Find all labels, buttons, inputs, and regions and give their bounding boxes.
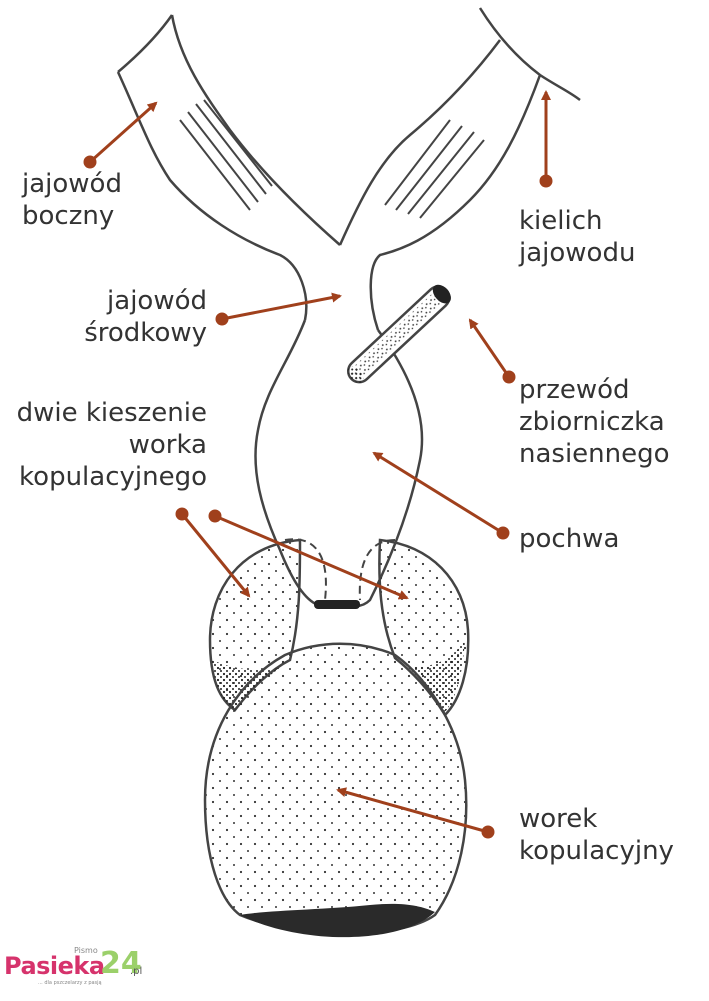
arrow-pochwa <box>372 451 504 535</box>
label-dwie-kieszenie: dwie kieszenie worka kopulacyjnego <box>17 397 207 493</box>
label-przewod-zbiorniczka: przewód zbiorniczka nasiennego <box>519 374 670 470</box>
bursa-base-shading <box>240 903 435 938</box>
label-line: worek <box>519 804 598 834</box>
arrow-dot-kieszen-left <box>175 507 189 521</box>
bursa-copulatrix <box>203 642 468 935</box>
label-jajowod-srodkowy: jajowód środkowy <box>84 285 207 349</box>
label-line: środkowy <box>84 318 207 348</box>
label-line: jajowodu <box>519 238 636 268</box>
left-oviduct-outline-outer <box>170 14 341 246</box>
logo-name-text: Pasieka <box>4 952 105 980</box>
arrow-dot-srodkowy <box>215 312 229 326</box>
arrow-dot-przewod <box>502 370 516 384</box>
right-lateral-oviduct <box>478 7 581 101</box>
label-worek-kopulacyjny: worek kopulacyjny <box>519 803 674 867</box>
logo-domain-text: .pl <box>130 966 143 977</box>
label-line: nasiennego <box>519 439 670 469</box>
label-kielich-jajowodu: kielich jajowodu <box>519 205 635 269</box>
spermathecal-duct <box>346 284 451 384</box>
pointer-arrows <box>83 90 553 839</box>
label-line: kopulacyjnego <box>19 462 207 492</box>
arrow-dot-kieszen-right <box>208 509 222 523</box>
label-line: boczny <box>22 201 115 231</box>
arrow-worek <box>336 787 489 834</box>
label-jajowod-boczny: jajowód boczny <box>22 168 122 232</box>
label-line: przewód <box>519 375 630 405</box>
left-lateral-oviduct <box>117 14 174 73</box>
label-line: jajowód <box>22 169 122 199</box>
arrow-kieszen-right <box>214 514 409 600</box>
left-oviduct-muscle-stripes <box>179 99 273 211</box>
right-oviduct-muscle-stripes <box>384 119 485 219</box>
label-pochwa: pochwa <box>519 523 619 555</box>
arrow-przewod <box>468 318 511 378</box>
arrow-dot-pochwa <box>496 526 510 540</box>
right-dashed-connection <box>358 539 396 601</box>
logo-number-text: 24 <box>100 946 142 981</box>
right-pouch-shading <box>404 640 465 712</box>
arrow-dot-jajowod-boczny <box>83 155 97 169</box>
label-line: pochwa <box>519 524 620 554</box>
pasieka24-logo: Pismo Pasieka 24 .pl ... dla pszczelarzy… <box>4 946 154 998</box>
label-line: dwie kieszenie <box>16 398 207 428</box>
right-oviduct-outline-outer <box>369 74 542 331</box>
arrow-srodkowy <box>221 292 342 321</box>
left-oviduct-outline-inner <box>116 71 308 321</box>
vagina-outline-right <box>355 329 424 608</box>
label-line: jajowód <box>107 286 207 316</box>
logo-pismo-text: Pismo <box>74 946 98 955</box>
label-line: zbiorniczka <box>519 407 665 437</box>
right-oviduct-outline-inner <box>338 39 501 246</box>
arrow-jajowod-boczny <box>89 101 158 164</box>
arrow-kieszen-left <box>180 513 251 598</box>
logo-tagline-text: ... dla pszczelarzy z pasją <box>38 980 102 986</box>
label-line: kopulacyjny <box>519 836 674 866</box>
arrow-dot-worek <box>481 825 495 839</box>
label-line: worka <box>128 430 207 460</box>
label-line: kielich <box>519 206 603 236</box>
arrow-dot-kielich <box>539 174 553 188</box>
vagina-opening <box>314 600 360 609</box>
